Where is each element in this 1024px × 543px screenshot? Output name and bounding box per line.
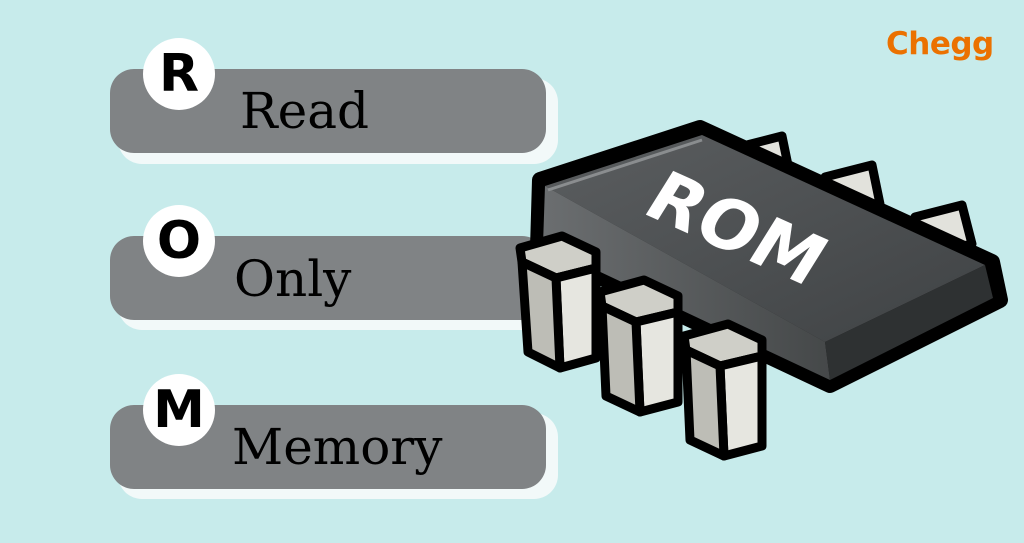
chip-pin <box>515 231 601 373</box>
chip-body <box>530 120 1008 393</box>
chip-front-pins <box>515 231 767 461</box>
chegg-logo: Chegg <box>886 26 994 62</box>
chip-pin <box>595 275 683 417</box>
chip-pin <box>679 319 767 461</box>
